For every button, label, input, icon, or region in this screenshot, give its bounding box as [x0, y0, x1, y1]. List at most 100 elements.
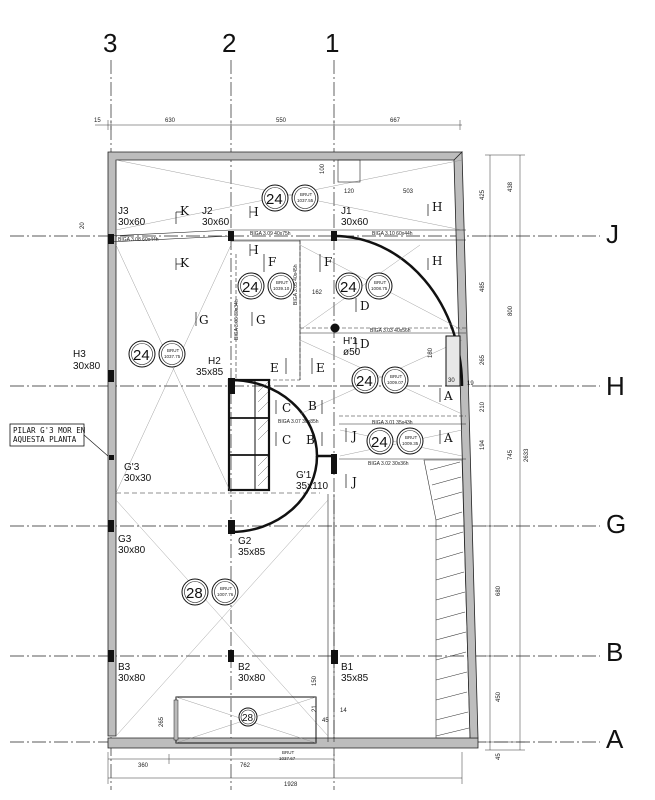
bottom-level-tag: BRUT 1037.67 [279, 750, 296, 761]
dim-bottom-360: 360 [138, 763, 149, 769]
axis-label-3: 3 [103, 28, 117, 58]
section-label-G-right: G [256, 313, 266, 327]
pillar-size-H1: ø50 [343, 347, 361, 358]
pillar-size-B2: 30x80 [238, 673, 266, 684]
slab-marker-7: 28 BRUT 1007.76 [181, 578, 239, 606]
pillar-H1 [330, 323, 340, 333]
axis-label-1: 1 [325, 28, 339, 58]
dim-right-680: 680 [496, 585, 502, 596]
dim-right-800: 800 [508, 305, 514, 316]
slab-code-6: BRUT [405, 435, 418, 440]
note-line-1: PILAR G'3 MOR EN [13, 426, 85, 435]
pillar-size-B1: 35x85 [341, 673, 369, 684]
dim-bottom-1928: 1928 [284, 782, 298, 788]
slab-marker-8: 28 [238, 707, 258, 727]
dim-right-194: 194 [480, 439, 486, 450]
slab-edges [116, 240, 466, 742]
dim-inner-503: 503 [403, 189, 414, 195]
beam-label-303: BIGA 3.03 40x56h [370, 328, 411, 334]
section-label-F-left: F [268, 255, 276, 269]
dim-inner-120: 120 [344, 189, 355, 195]
beam-label-306: BIGA 3.06 30x34h [234, 299, 240, 340]
section-label-B-top: B [308, 399, 317, 413]
pillar-label-B2: B2 [238, 662, 251, 673]
slab-marker-1: 24 BRUT 1037.55 [261, 184, 319, 212]
pillar-H3 [108, 370, 114, 382]
pillar-B3 [108, 650, 114, 662]
beam-label-310: BIGA 3.10 60x44h [372, 231, 413, 237]
pillar-size-G3prime: 30x30 [124, 473, 152, 484]
dim-right-425: 425 [480, 189, 486, 200]
beam-label-302: BIGA 3.02 30x36h [368, 461, 409, 467]
pillar-label-J1: J1 [341, 206, 352, 217]
slab-marker-5: 24 BRUT 1009.07 [351, 366, 409, 394]
beam-J [107, 229, 466, 243]
axis-label-2: 2 [222, 28, 236, 58]
section-label-K-bottom: K [180, 256, 190, 270]
pillar-label-H1: H'1 [343, 336, 358, 347]
slab-markers: 24 BRUT 1037.55 24 BRUT 1039.10 24 BRUT … [128, 184, 424, 727]
pillars [108, 231, 340, 664]
section-label-C-bottom: C [282, 433, 291, 447]
section-label-A-bottom: A [443, 431, 453, 445]
pillar-label-G3prime: G'3 [124, 462, 140, 473]
section-labels: K K I I F F H H G G D D E E C C B B J J … [180, 200, 453, 489]
slab-thickness-6: 24 [371, 434, 388, 451]
dim-inner-45: 45 [322, 718, 329, 724]
pillar-B1 [331, 650, 338, 664]
slab-code-5: BRUT [390, 374, 403, 379]
section-label-D-bottom: D [360, 337, 370, 351]
beam-label-301: BIGA 3.01 35x43h [372, 420, 413, 426]
pillar-size-G3: 30x80 [118, 545, 146, 556]
inner-dimensions: 120 503 100 162 20 150 180 14 21 45 265 … [80, 163, 474, 727]
pillar-size-G1prime: 35x110 [296, 481, 329, 492]
pillar-size-B3: 30x80 [118, 673, 146, 684]
dim-top-15: 15 [94, 118, 101, 124]
beam-label-308: BIGA 3.08 60x44h [118, 237, 159, 243]
slab-level-1: 1037.55 [297, 198, 314, 203]
slab-code-4: BRUT [167, 348, 180, 353]
pillar-size-H3: 30x80 [73, 361, 101, 372]
slab-code-7: BRUT [220, 586, 233, 591]
beam-label-305: BIGA 3.05 40x45h [293, 264, 299, 305]
slab-thickness-4: 24 [133, 347, 150, 364]
dim-right-210: 210 [480, 401, 486, 412]
pillar-label-J3: J3 [118, 206, 129, 217]
dim-inner-14: 14 [340, 708, 347, 714]
section-label-K-top: K [180, 204, 190, 218]
pillar-B2 [228, 650, 234, 662]
section-label-H-top: H [432, 200, 442, 214]
dim-right-265: 265 [480, 354, 486, 365]
slab-thickness-5: 24 [356, 373, 373, 390]
dim-inner-180: 180 [428, 347, 434, 358]
axis-label-J: J [606, 219, 619, 249]
dim-inner-30: 30 [448, 378, 455, 384]
grid-axes [10, 60, 600, 790]
axis-label-G: G [606, 509, 626, 539]
pillar-label-H2: H2 [208, 356, 221, 367]
dim-inner-100: 100 [320, 163, 326, 174]
slab-thickness-8: 28 [242, 713, 254, 724]
section-label-D-top: D [360, 299, 370, 313]
top-dimension-chain [95, 120, 462, 130]
bottom-level-value: 1037.67 [279, 756, 296, 761]
section-label-C-top: C [282, 401, 291, 415]
section-markers [175, 204, 441, 488]
pillar-G3 [108, 520, 114, 532]
slab-level-2: 1039.10 [273, 286, 290, 291]
slab-level-6: 1009.35 [402, 441, 419, 446]
slab-code-3: BRUT [374, 280, 387, 285]
slab-marker-6: 24 BRUT 1009.35 [366, 427, 424, 455]
slab-code-2: BRUT [276, 280, 289, 285]
dim-bottom-762: 762 [240, 763, 251, 769]
top-notch [337, 159, 361, 183]
horizontal-axis-labels: J H G B A [606, 219, 626, 754]
section-label-J-top: J [350, 429, 357, 443]
pillar-label-B3: B3 [118, 662, 131, 673]
dim-top-667: 667 [390, 118, 401, 124]
pillar-G2 [228, 520, 235, 534]
pillar-G3prime [109, 455, 114, 460]
note-box: PILAR G'3 MOR EN AQUESTA PLANTA [9, 423, 109, 457]
shaft-H1 [445, 335, 461, 387]
